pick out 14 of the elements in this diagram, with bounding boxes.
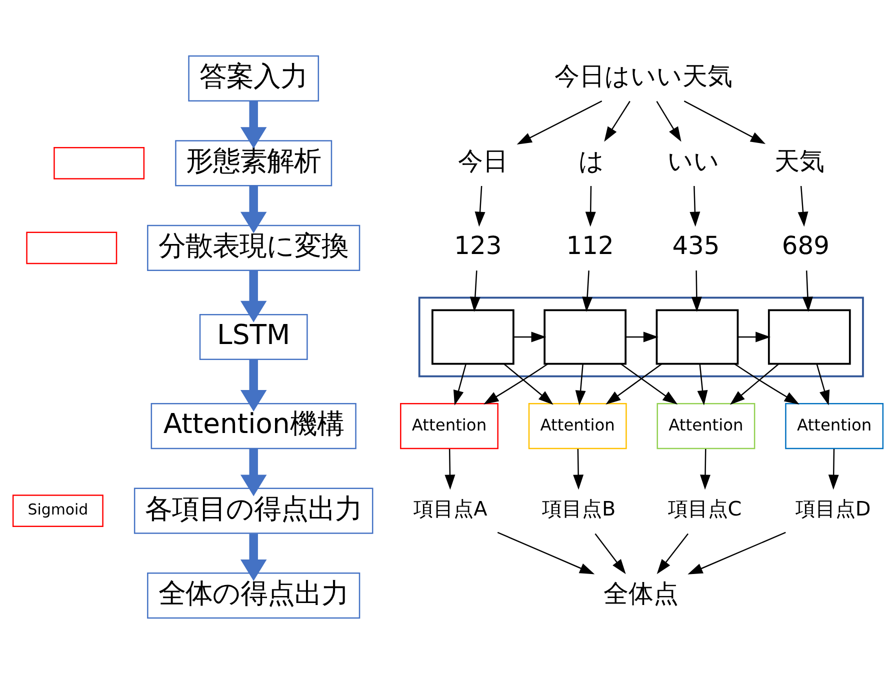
node-text: 123 (454, 231, 502, 260)
node-text: 今日はいい天気 (554, 62, 733, 91)
node-text: 今日 (458, 146, 508, 176)
node-text: 天気 (774, 146, 824, 176)
node-text: いい (668, 146, 720, 176)
node-text: は (578, 146, 604, 176)
node-text: 項目点C (668, 498, 742, 521)
node-text: 項目点D (795, 498, 871, 521)
node-text: 112 (566, 231, 614, 260)
node-text: 項目点A (414, 498, 488, 521)
node-text: 項目点B (542, 498, 616, 521)
node-text: 689 (782, 231, 830, 260)
node-text: 全体点 (604, 578, 679, 608)
node-text: 435 (672, 231, 720, 260)
